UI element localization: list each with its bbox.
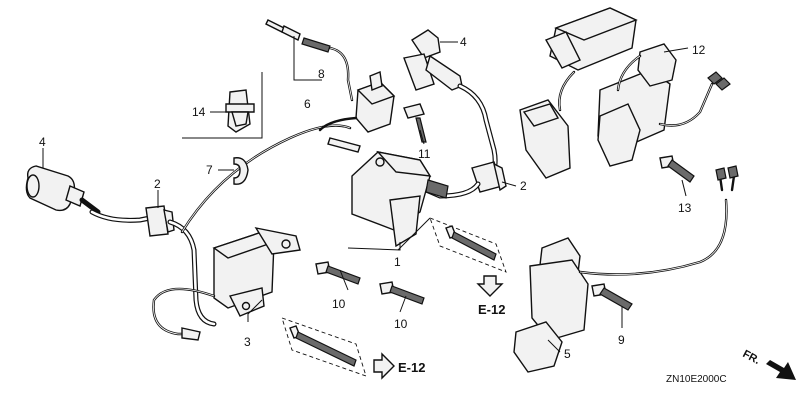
callout-3: 3	[244, 335, 251, 349]
callout-13: 13	[678, 201, 692, 215]
drawing-code: ZN10E2000C	[666, 374, 727, 385]
front-direction-indicator: FR.	[741, 348, 796, 380]
callout-14: 14	[192, 105, 206, 119]
callout-4-left: 4	[39, 135, 46, 149]
ignition-coil-pair-upper	[519, 7, 731, 179]
callout-11: 11	[418, 147, 431, 161]
front-direction-arrow-icon	[766, 360, 796, 380]
flange-bolt-11	[403, 103, 427, 143]
callout-10-left: 10	[332, 297, 346, 311]
cable-clamp-7	[233, 157, 249, 185]
callout-6: 6	[304, 97, 311, 111]
callout-10-right: 10	[394, 317, 408, 331]
callout-12: 12	[692, 43, 706, 57]
reference-e12-lower: E-12	[398, 360, 425, 375]
callout-2-right: 2	[520, 179, 527, 193]
high-tension-lead-left	[89, 205, 217, 327]
reference-e12-upper: E-12	[478, 302, 505, 317]
bracket-lines	[182, 72, 263, 139]
ground-wire-lower	[152, 287, 216, 341]
ignition-coil-center	[351, 150, 449, 248]
callout-7: 7	[206, 163, 213, 177]
ref-arrow-right	[373, 352, 395, 380]
callout-1: 1	[394, 255, 401, 269]
leader-lines	[42, 41, 689, 353]
flange-bolt-10-right	[379, 281, 425, 305]
flange-bolt-10-left	[315, 261, 361, 285]
coil-connecting-wire	[180, 124, 352, 234]
cord-clip-14	[225, 89, 255, 133]
ignition-coil-lower-right	[513, 165, 739, 373]
flange-bolt-9	[591, 283, 633, 311]
ignition-coil-lower	[212, 226, 301, 317]
inset-bolt-box-upper	[429, 217, 507, 273]
front-direction-label: FR.	[741, 348, 762, 367]
flange-bolt-13	[659, 155, 695, 183]
ref-arrow-down	[476, 275, 504, 297]
callout-5: 5	[564, 347, 571, 361]
callout-2-left: 2	[154, 177, 161, 191]
callout-4-top: 4	[460, 35, 467, 49]
spark-plug-cap-left	[25, 165, 101, 215]
callout-9: 9	[618, 333, 625, 347]
inset-bolt-box-lower	[281, 317, 367, 377]
stop-switch-wire	[265, 19, 396, 153]
callout-8: 8	[318, 67, 325, 81]
